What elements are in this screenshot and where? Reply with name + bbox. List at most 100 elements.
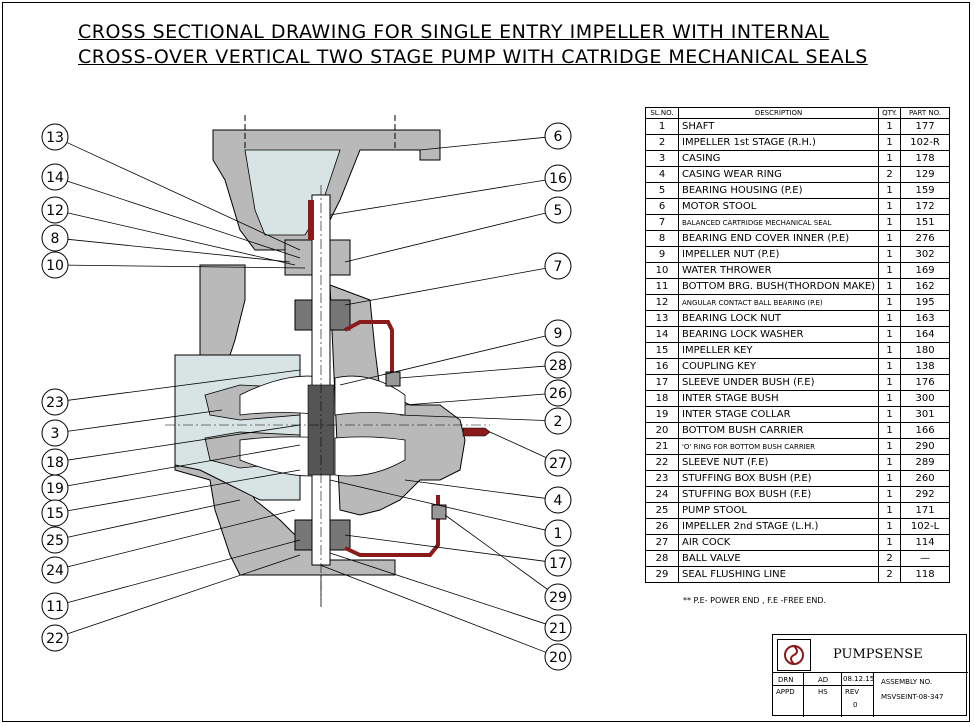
balloon-number: 19 — [46, 481, 64, 497]
cell-desc: BEARING LOCK NUT — [677, 310, 880, 327]
cell-no: 22 — [645, 454, 679, 471]
leader-line — [67, 499, 241, 538]
balloon-circle — [41, 556, 69, 584]
cell-part: 178 — [900, 150, 951, 167]
cell-desc: BOTTOM BUSH CARRIER — [677, 422, 880, 439]
cell-no: 29 — [645, 566, 679, 583]
seal-flushing-line-top — [344, 320, 394, 380]
balloon-number: 18 — [46, 455, 64, 471]
cell-no: 16 — [645, 358, 679, 375]
cell-qty: 1 — [878, 454, 902, 471]
cell-qty: 2 — [878, 550, 902, 567]
cell-desc: WATER THROWER — [677, 262, 880, 279]
cell-no: 14 — [645, 326, 679, 343]
balloon-number: 12 — [46, 203, 64, 219]
cell-part: 169 — [900, 262, 951, 279]
cell-part: 159 — [900, 182, 951, 199]
cell-qty: 1 — [878, 310, 902, 327]
cell-qty: 1 — [878, 342, 902, 359]
balloon-1: 1 — [329, 479, 572, 547]
balloon-7: 7 — [344, 252, 572, 306]
leader-line — [339, 335, 546, 386]
cell-qty: 1 — [878, 214, 902, 231]
leader-line — [67, 424, 301, 461]
title-block: PUMPSENSE DRN AD 08.12.15 APPD HS REV 0 … — [772, 634, 968, 717]
air-cock — [462, 427, 491, 437]
cell-desc: BOTTOM BRG. BUSH(THORDON MAKE) — [677, 278, 880, 295]
balloon-circle — [544, 407, 572, 435]
cell-desc: IMPELLER 1st STAGE (R.H.) — [677, 134, 880, 151]
cell-part: 260 — [900, 470, 951, 487]
balloon-3: 3 — [41, 409, 223, 447]
balloon-2: 2 — [399, 407, 572, 435]
leader-line — [67, 238, 291, 263]
balloon-circle — [41, 163, 69, 191]
balloon-number: 15 — [46, 506, 64, 522]
cell-no: 23 — [645, 470, 679, 487]
cell-no: 20 — [645, 422, 679, 439]
assembly-label: ASSEMBLY NO. — [881, 678, 933, 686]
abbreviation-note: ** P.E- POWER END , F.E -FREE END. — [683, 596, 827, 605]
cell-part: 129 — [900, 166, 951, 183]
cell-desc: STUFFING BOX BUSH (P.E) — [677, 470, 880, 487]
cell-part: 138 — [900, 358, 951, 375]
cell-no: 19 — [645, 406, 679, 423]
drn-by: AD — [818, 676, 829, 684]
balloon-number: 6 — [554, 129, 563, 145]
leader-line — [66, 142, 301, 251]
balloon-number: 29 — [549, 590, 567, 606]
balloon-number: 22 — [46, 631, 64, 647]
ball-valve-top — [385, 371, 401, 387]
cell-qty: 1 — [878, 198, 902, 215]
balloon-number: 4 — [554, 493, 563, 509]
cell-part: 118 — [900, 566, 951, 583]
cell-no: 11 — [645, 278, 679, 295]
cell-qty: 1 — [878, 406, 902, 423]
cell-part: 164 — [900, 326, 951, 343]
leader-line — [329, 179, 546, 216]
balloon-circle — [41, 592, 69, 620]
cell-part: 289 — [900, 454, 951, 471]
cell-desc: COUPLING KEY — [677, 358, 880, 375]
cell-qty: 1 — [878, 230, 902, 247]
cell-no: 4 — [645, 166, 679, 183]
balloon-12: 12 — [41, 196, 296, 266]
cell-part: 177 — [900, 118, 951, 135]
cell-part: 171 — [900, 502, 951, 519]
balloon-number: 5 — [554, 203, 563, 219]
cell-desc: BEARING LOCK WASHER — [677, 326, 880, 343]
leader-line — [399, 365, 546, 379]
balloon-circle — [544, 379, 572, 407]
balloon-number: 27 — [549, 456, 567, 472]
balloon-14: 14 — [41, 163, 301, 259]
cell-desc: PUMP STOOL — [677, 502, 880, 519]
cell-desc: INTER STAGE COLLAR — [677, 406, 880, 423]
balloon-callouts: 1314128102331819152524112261657928262274… — [41, 122, 572, 671]
appd-by: HS — [818, 688, 828, 696]
cell-qty: 1 — [878, 518, 902, 535]
cell-qty: 1 — [878, 246, 902, 263]
balloon-circle — [41, 526, 69, 554]
cell-part: 276 — [900, 230, 951, 247]
cell-part: 180 — [900, 342, 951, 359]
balloon-number: 25 — [46, 533, 64, 549]
cell-desc: SHAFT — [677, 118, 880, 135]
rev-value: 0 — [853, 701, 858, 709]
rev-label: REV — [845, 688, 860, 696]
